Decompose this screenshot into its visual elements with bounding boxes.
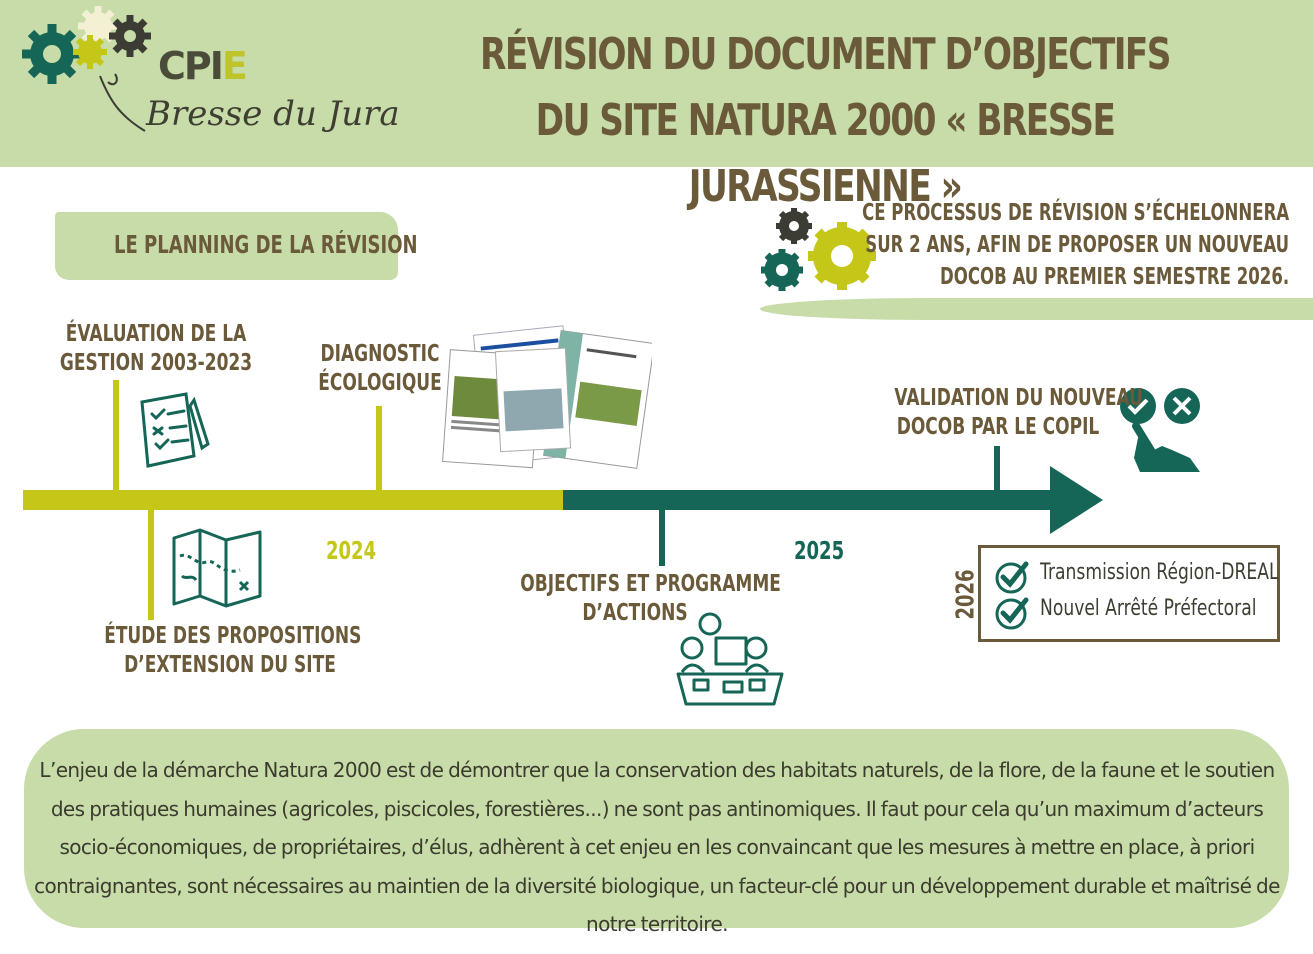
tick-objectifs	[659, 508, 665, 566]
logo-subtitle: Bresse du Jura	[146, 94, 400, 134]
title-line-1: RÉVISION DU DOCUMENT D’OBJECTIFS	[480, 29, 1171, 80]
tick-validation	[994, 446, 1000, 492]
meeting-icon	[676, 612, 784, 706]
tick-extension	[148, 508, 154, 620]
year-2026: 2026	[950, 569, 980, 620]
year-2025: 2025	[794, 536, 845, 565]
brush-stroke-decoration	[760, 298, 1313, 320]
check-icon	[995, 597, 1029, 630]
validation-vote-icon	[1120, 388, 1200, 472]
logo-cpie: CPIE	[158, 44, 248, 88]
timeline-segment-2024	[23, 490, 565, 510]
tick-diagnostic	[376, 406, 382, 492]
check-icon	[995, 561, 1029, 594]
checklist-icon	[140, 392, 210, 468]
final-steps-box	[978, 545, 1280, 642]
process-note: CE PROCESSUS DE RÉVISION S’ÉCHELONNERA S…	[861, 200, 1289, 290]
milestone-evaluation: ÉVALUATION DE LA GESTION 2003-2023	[59, 321, 253, 376]
timeline-segment-2025	[563, 490, 1058, 510]
header-banner	[0, 0, 1313, 167]
page-title: RÉVISION DU DOCUMENT D’OBJECTIFS DU SITE…	[478, 22, 1172, 220]
planning-label-background	[55, 212, 398, 280]
final-step-transmission: Transmission Région-DREAL	[1040, 560, 1279, 585]
process-gears-icon	[761, 208, 876, 291]
planning-label: LE PLANNING DE LA RÉVISION	[114, 230, 418, 259]
milestone-extension: ÉTUDE DES PROPOSITIONS D’EXTENSION DU SI…	[104, 623, 362, 678]
milestone-diagnostic: DIAGNOSTIC ÉCOLOGIQUE	[318, 341, 442, 396]
bottom-paragraph: L’enjeu de la démarche Natura 2000 est d…	[34, 758, 1280, 936]
milestone-validation: VALIDATION DU NOUVEAU DOCOB PAR LE COPIL	[894, 385, 1144, 440]
documents-icon	[442, 325, 652, 469]
final-step-arrete: Nouvel Arrêté Préfectoral	[1040, 596, 1257, 621]
milestone-objectifs: OBJECTIFS ET PROGRAMME D’ACTIONS	[520, 571, 781, 626]
year-2024: 2024	[326, 536, 377, 565]
logo-gears-icon	[22, 6, 151, 132]
map-icon	[172, 528, 262, 608]
tick-evaluation	[113, 380, 119, 492]
timeline-arrowhead	[1050, 466, 1103, 534]
title-line-2: DU SITE NATURA 2000 « BRESSE JURASSIENNE…	[535, 95, 1116, 212]
bottom-panel	[24, 729, 1289, 928]
